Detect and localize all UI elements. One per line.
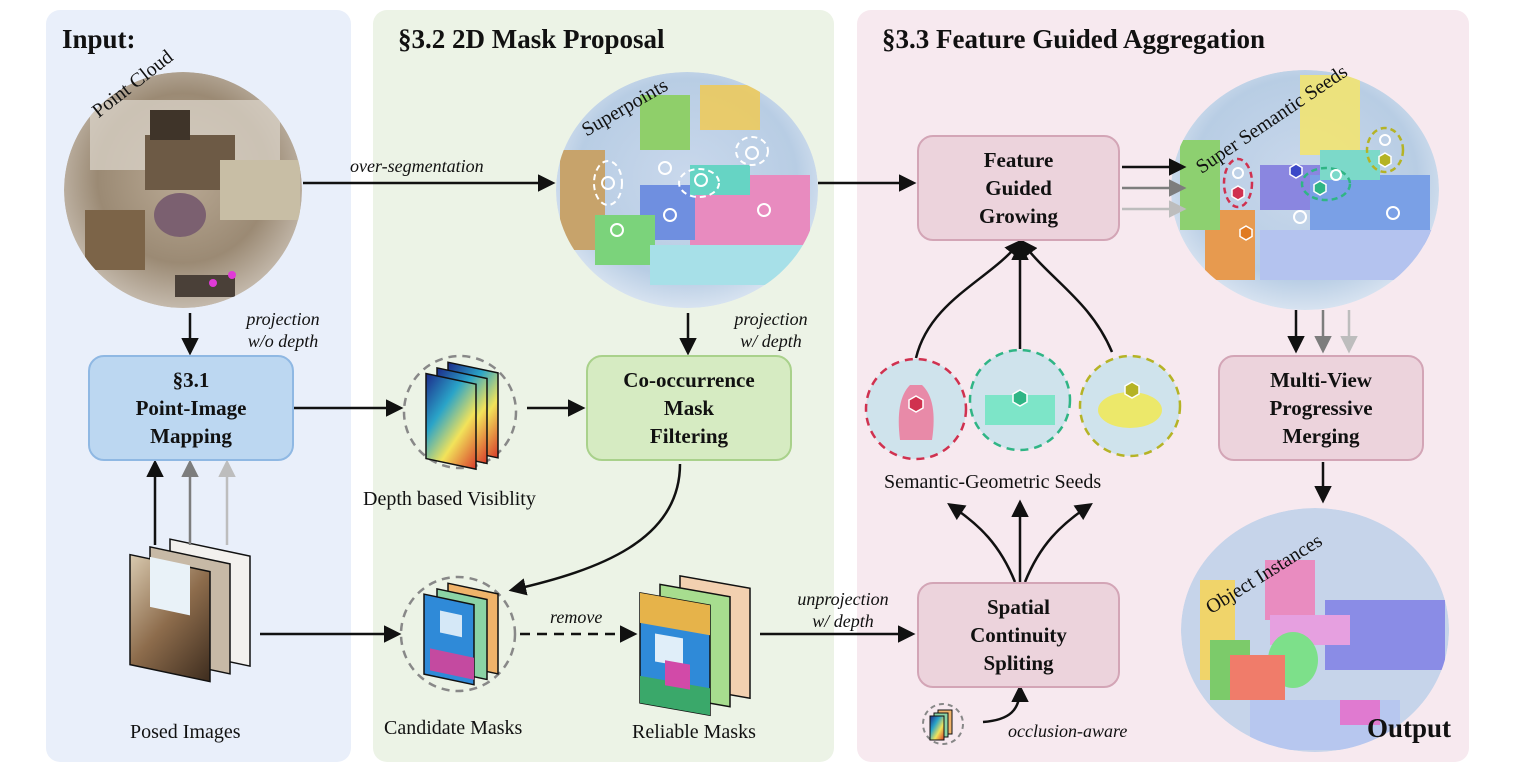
splitting-line-1: Spatial <box>986 595 1050 619</box>
super-semantic-seeds-image <box>1171 70 1439 310</box>
depth-visibility-image <box>402 354 518 471</box>
projection-w-depth-line-1: projection <box>734 309 808 329</box>
merging-line-1: Multi-View <box>1270 368 1372 392</box>
semantic-geometric-seeds-label: Semantic-Geometric Seeds <box>884 471 1102 493</box>
output-label: Output <box>1367 713 1452 743</box>
projection-w-depth-label: projection w/ depth <box>726 308 816 352</box>
cooccurrence-line-1: Co-occurrence <box>623 368 755 392</box>
depth-visibility-label: Depth based Visiblity <box>363 488 536 510</box>
over-segmentation-label: over-segmentation <box>350 156 484 176</box>
occlusion-icon <box>922 703 964 745</box>
projection-wo-depth-label: projection w/o depth <box>238 308 328 352</box>
aggregation-title: §3.3 Feature Guided Aggregation <box>882 24 1265 54</box>
mapping-line-3: Mapping <box>150 424 232 448</box>
mask-proposal-title: §3.2 2D Mask Proposal <box>398 24 665 54</box>
feature-guided-growing-box: Feature Guided Growing <box>917 135 1120 241</box>
posed-images-label: Posed Images <box>130 721 241 743</box>
mapping-line-1: §3.1 <box>172 368 210 392</box>
reliable-masks-image <box>639 575 751 717</box>
reliable-masks-label: Reliable Masks <box>632 721 756 743</box>
point-image-mapping-box: §3.1 Point-Image Mapping <box>88 355 294 461</box>
unprojection-label: unprojection w/ depth <box>788 588 898 632</box>
occlusion-aware-label: occlusion-aware <box>1008 721 1128 741</box>
remove-label: remove <box>550 607 603 627</box>
semantic-seed-green <box>968 348 1072 452</box>
growing-line-2: Guided <box>985 176 1052 200</box>
cooccurrence-line-3: Filtering <box>649 424 729 448</box>
merging-line-3: Merging <box>1282 424 1360 448</box>
unprojection-line-1: unprojection <box>797 589 889 609</box>
splitting-line-3: Spliting <box>983 651 1054 675</box>
spatial-continuity-splitting-box: Spatial Continuity Spliting <box>917 582 1120 688</box>
merging-line-2: Progressive <box>1269 396 1373 420</box>
input-title: Input: <box>62 24 136 54</box>
superpoints-image <box>556 72 818 308</box>
cooccurrence-line-2: Mask <box>663 396 715 420</box>
cooccurrence-filtering-box: Co-occurrence Mask Filtering <box>586 355 792 461</box>
mapping-line-2: Point-Image <box>135 396 247 420</box>
point-cloud-image <box>64 72 302 308</box>
multi-view-merging-box: Multi-View Progressive Merging <box>1218 355 1424 461</box>
projection-wo-depth-line-2: w/o depth <box>247 331 319 351</box>
candidate-masks-image <box>399 575 517 693</box>
growing-line-1: Feature <box>983 148 1054 172</box>
object-instances-image <box>1181 508 1449 752</box>
projection-w-depth-line-2: w/ depth <box>740 331 802 351</box>
unprojection-line-2: w/ depth <box>812 611 874 631</box>
projection-wo-depth-line-1: projection <box>246 309 320 329</box>
splitting-line-2: Continuity <box>970 623 1067 647</box>
semantic-seed-red <box>864 357 968 461</box>
growing-line-3: Growing <box>979 204 1058 228</box>
semantic-seed-olive <box>1078 354 1182 458</box>
posed-images-image <box>129 538 251 683</box>
candidate-masks-label: Candidate Masks <box>384 717 523 739</box>
